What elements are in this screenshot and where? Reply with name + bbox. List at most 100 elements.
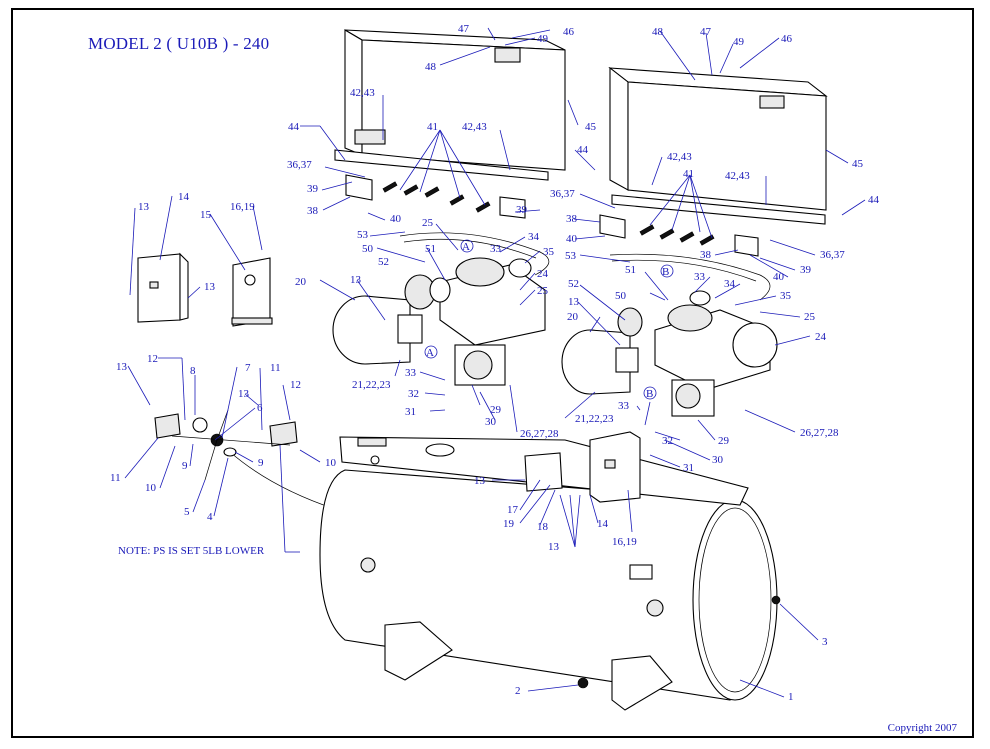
callout-16-19: 16,19: [230, 201, 255, 213]
motor-right: [561, 307, 643, 395]
callout-44: 44: [868, 194, 880, 206]
callout-45: 45: [585, 121, 597, 133]
callout-26-27-28: 26,27,28: [800, 427, 839, 439]
callout-39: 39: [800, 264, 812, 276]
callout-11: 11: [110, 472, 121, 484]
callout-30: 30: [712, 454, 724, 466]
callout-24: 24: [815, 331, 827, 343]
callout-labels: 47 46 49 48 42,43 44 41 42,43 45 36,37 3…: [110, 23, 880, 703]
callout-44: 44: [288, 121, 300, 133]
callout-12: 12: [147, 353, 158, 365]
callout-25: 25: [422, 217, 434, 229]
callout-32: 32: [662, 435, 673, 447]
callout-42-43: 42,43: [350, 87, 375, 99]
callout-29: 29: [490, 404, 502, 416]
callout-A: A: [462, 241, 470, 253]
callout-4: 4: [207, 511, 213, 523]
callout-15: 15: [200, 209, 212, 221]
callout-36-37: 36,37: [287, 159, 312, 171]
pressure-switch-box-left: [137, 252, 273, 327]
callout-31: 31: [683, 462, 694, 474]
callout-47: 47: [458, 23, 470, 35]
callout-26-27-28: 26,27,28: [520, 428, 559, 440]
belt-guard-right: [608, 66, 828, 225]
callout-40: 40: [390, 213, 402, 225]
callout-39: 39: [307, 183, 319, 195]
callout-52: 52: [568, 278, 579, 290]
callout-34: 34: [724, 278, 736, 290]
callout-49: 49: [733, 36, 745, 48]
pressure-switch-manifold: [154, 409, 523, 546]
callout-46: 46: [563, 26, 575, 38]
callout-1: 1: [788, 691, 794, 703]
callout-13: 13: [568, 296, 580, 308]
callout-14: 14: [597, 518, 609, 530]
callout-20: 20: [567, 311, 579, 323]
callout-14: 14: [178, 191, 190, 203]
callout-13: 13: [204, 281, 216, 293]
callout-21-22-23: 21,22,23: [575, 413, 614, 425]
callout-38: 38: [566, 213, 578, 225]
callout-35: 35: [543, 246, 555, 258]
motor-left: [332, 274, 436, 365]
callout-13: 13: [138, 201, 150, 213]
callout-21-22-23: 21,22,23: [352, 379, 391, 391]
callout-47: 47: [700, 26, 712, 38]
callout-33: 33: [490, 243, 502, 255]
callout-40: 40: [566, 233, 578, 245]
callout-48: 48: [425, 61, 437, 73]
mounting-plate: [339, 431, 749, 506]
callout-11: 11: [270, 362, 281, 374]
callout-50: 50: [615, 290, 627, 302]
callout-51: 51: [625, 264, 636, 276]
callout-45: 45: [852, 158, 864, 170]
callout-10: 10: [325, 457, 337, 469]
callout-5: 5: [184, 506, 190, 518]
callout-51: 51: [425, 243, 436, 255]
callout-39: 39: [516, 204, 528, 216]
callout-25: 25: [537, 285, 549, 297]
callout-2: 2: [515, 685, 521, 697]
callout-35: 35: [780, 290, 792, 302]
callout-49: 49: [537, 33, 549, 45]
callout-13: 13: [548, 541, 560, 553]
callout-53: 53: [357, 229, 369, 241]
callout-42-43: 42,43: [667, 151, 692, 163]
callout-41: 41: [683, 168, 694, 180]
callout-B: B: [662, 266, 669, 278]
callout-36-37: 36,37: [550, 188, 575, 200]
callout-B: B: [646, 388, 653, 400]
air-tank: [319, 469, 781, 711]
callout-41: 41: [427, 121, 438, 133]
callout-31: 31: [405, 406, 416, 418]
callout-38: 38: [307, 205, 319, 217]
callout-7: 7: [245, 362, 251, 374]
callout-44: 44: [577, 144, 589, 156]
belt-guard-brackets-left: [345, 174, 526, 219]
callout-6: 6: [257, 402, 263, 414]
callout-30: 30: [485, 416, 497, 428]
callout-46: 46: [781, 33, 793, 45]
callout-13: 13: [350, 274, 362, 286]
callout-48: 48: [652, 26, 664, 38]
callout-13: 13: [116, 361, 128, 373]
diagram-title: MODEL 2 ( U10B ) - 240: [88, 34, 270, 53]
callout-9: 9: [258, 457, 264, 469]
callout-52: 52: [378, 256, 389, 268]
callout-A: A: [426, 347, 434, 359]
callout-8: 8: [190, 365, 196, 377]
callout-40: 40: [773, 271, 785, 283]
callout-50: 50: [362, 243, 374, 255]
callout-33: 33: [694, 271, 706, 283]
callout-38: 38: [700, 249, 712, 261]
drawing-border: [11, 8, 974, 738]
pressure-switch-note: NOTE: PS IS SET 5LB LOWER: [118, 545, 265, 557]
callout-18: 18: [537, 521, 549, 533]
pump-right: [609, 253, 778, 417]
copyright: Copyright 2007: [887, 722, 957, 734]
callout-16-19: 16,19: [612, 536, 637, 548]
callout-34: 34: [528, 231, 540, 243]
callout-42-43: 42,43: [462, 121, 487, 133]
callout-53: 53: [565, 250, 577, 262]
